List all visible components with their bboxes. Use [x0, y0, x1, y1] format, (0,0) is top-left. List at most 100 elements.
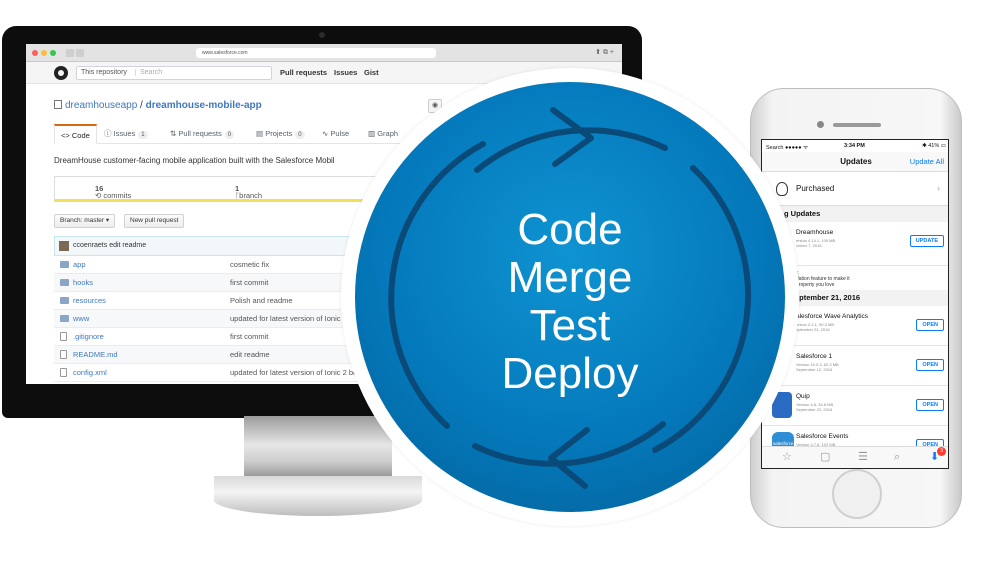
- browser-toolbar: www.salesforce.com ⬆ ⧉ +: [26, 44, 622, 62]
- battery-icon: ▭: [940, 143, 946, 149]
- home-button[interactable]: [832, 469, 882, 519]
- salesforce-icon-label: salesforce: [773, 441, 794, 446]
- search-icon[interactable]: ⌕: [894, 451, 901, 463]
- word-deploy: Deploy: [501, 349, 639, 398]
- branches-link[interactable]: ᚴ 1 branch: [235, 184, 262, 200]
- repo-name-link[interactable]: dreamhouse-mobile-app: [145, 100, 262, 111]
- app-meta: Version 4.8, 34.6 MB September 22, 2016: [796, 402, 834, 412]
- code-icon: <>: [61, 131, 70, 140]
- purchased-row[interactable]: Purchased ›: [762, 172, 948, 206]
- categories-icon[interactable]: ▢: [820, 451, 831, 463]
- word-code: Code: [517, 205, 623, 254]
- commits-link[interactable]: ⟲ 16 commits: [95, 184, 131, 200]
- update-button[interactable]: UPDATE: [909, 235, 944, 247]
- file-commit-message[interactable]: Polish and readme: [230, 296, 293, 305]
- commit-message[interactable]: edit readme: [107, 242, 147, 249]
- updates-navbar: Updates Update All: [762, 152, 948, 172]
- file-name-link[interactable]: .gitignore: [73, 332, 104, 341]
- file-name-link[interactable]: config.xml: [73, 368, 107, 377]
- close-window-icon[interactable]: [32, 50, 38, 56]
- branches-count: 1: [235, 184, 240, 193]
- repo-description: DreamHouse customer-facing mobile applic…: [54, 156, 335, 165]
- release-note-line: property you love: [796, 282, 835, 288]
- minimize-window-icon[interactable]: [41, 50, 47, 56]
- commit-author[interactable]: ccoenraets: [73, 242, 108, 249]
- open-button[interactable]: OPEN: [916, 319, 944, 331]
- tab-pulse[interactable]: ∿ Pulse: [316, 124, 355, 144]
- file-commit-message[interactable]: first commit: [230, 278, 269, 287]
- nav-gist[interactable]: Gist: [364, 68, 379, 77]
- folder-icon: [60, 279, 69, 286]
- updates-icon[interactable]: ⬇3: [930, 447, 946, 463]
- status-bar: Search ●●●●● ᯤ 3:34 PM ✱ 41% ▭: [762, 140, 948, 152]
- update-all-button[interactable]: Update All: [909, 157, 944, 166]
- issues-count: 1: [138, 131, 148, 139]
- open-button[interactable]: OPEN: [916, 359, 944, 371]
- branch-select-button[interactable]: Branch: master ▾: [54, 214, 116, 228]
- purchased-label: Purchased: [796, 184, 835, 193]
- tab-projects-label: Projects: [265, 129, 293, 138]
- monitor-stand-base: [214, 476, 422, 516]
- nav-pull-requests[interactable]: Pull requests: [280, 68, 328, 77]
- repo-owner-link[interactable]: dreamhouseapp: [65, 100, 138, 111]
- projects-count: 0: [295, 131, 305, 139]
- commits-label: commits: [103, 191, 132, 200]
- new-pull-request-button[interactable]: New pull request: [124, 214, 185, 228]
- date-section-header: September 21, 2016: [762, 290, 948, 306]
- graph-icon: ▥: [368, 129, 376, 138]
- file-name-link[interactable]: resources: [73, 296, 106, 305]
- list-item[interactable]: Quip Version 4.8, 34.6 MB September 22, …: [762, 386, 948, 426]
- github-logo-icon[interactable]: [54, 66, 68, 80]
- file-commit-message[interactable]: first commit: [230, 332, 269, 341]
- star-icon[interactable]: ☆: [782, 451, 792, 463]
- tab-pull-requests-label: Pull requests: [178, 129, 222, 138]
- app-name: Salesforce 1: [796, 353, 833, 360]
- file-name-link[interactable]: www: [73, 314, 90, 323]
- forward-icon[interactable]: [76, 49, 84, 57]
- folder-icon: [60, 315, 69, 322]
- file-name-link[interactable]: app: [73, 260, 86, 269]
- file-name-link[interactable]: README.md: [73, 350, 118, 359]
- tab-graph[interactable]: ▥ Graph: [362, 124, 404, 144]
- maximize-window-icon[interactable]: [50, 50, 56, 56]
- tab-code[interactable]: <> Code: [54, 124, 97, 144]
- app-name: Salesforce Events: [796, 433, 849, 440]
- release-notes: k dation feature to make it property you…: [796, 270, 850, 288]
- file-commit-message[interactable]: updated for latest version of Ionic 2 be: [230, 314, 358, 323]
- file-commit-message[interactable]: edit readme: [230, 350, 270, 359]
- cycle-circle: Code Merge Test Deploy: [355, 82, 785, 512]
- address-bar[interactable]: www.salesforce.com: [196, 48, 436, 58]
- share-icon[interactable]: ⬆ ⧉ +: [595, 49, 614, 56]
- word-test: Test: [529, 301, 611, 350]
- front-camera-icon: [817, 121, 824, 128]
- search-placeholder: Search: [135, 69, 162, 76]
- file-icon: [60, 332, 67, 341]
- file-commit-message[interactable]: updated for latest version of Ionic 2 be…: [230, 368, 364, 377]
- account-icon: [776, 182, 788, 196]
- file-name-link[interactable]: hooks: [73, 278, 94, 287]
- top-charts-icon[interactable]: ☰: [858, 451, 868, 463]
- repo-book-icon: [54, 100, 62, 109]
- app-meta: ersion 4.14.1, 109 MB ctober 7, 2016: [796, 238, 836, 248]
- tab-issues-label: Issues: [113, 129, 136, 138]
- pulse-icon: ∿: [322, 129, 329, 138]
- open-button[interactable]: OPEN: [916, 399, 944, 411]
- search-input[interactable]: This repository Search: [76, 66, 272, 80]
- file-commit-message[interactable]: cosmetic fix: [230, 260, 270, 269]
- quip-app-icon: [772, 392, 792, 418]
- cycle-words: Code Merge Test Deploy: [355, 206, 785, 398]
- back-icon[interactable]: [66, 49, 74, 57]
- branches-label: branch: [239, 191, 263, 200]
- folder-icon: [60, 261, 69, 268]
- avatar[interactable]: [59, 241, 69, 251]
- project-icon: ▤: [256, 129, 264, 138]
- github-header: This repository Search Pull requests Iss…: [26, 62, 622, 84]
- page-title: Updates: [840, 157, 872, 166]
- nav-issues[interactable]: Issues: [334, 68, 358, 77]
- monitor-stand-neck: [244, 416, 392, 480]
- status-carrier: Search ●●●●● ᯤ: [766, 145, 809, 151]
